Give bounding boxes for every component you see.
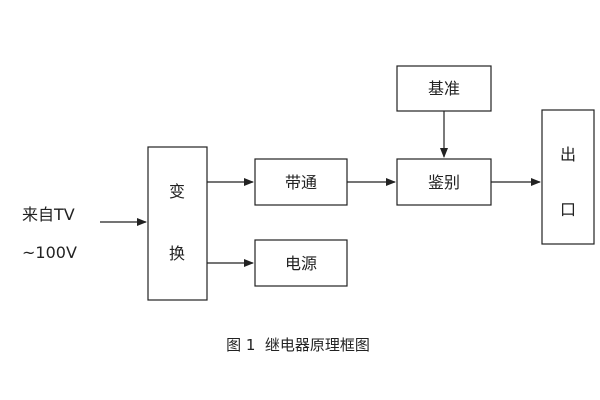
figure-caption: 图 1 继电器原理框图: [226, 336, 370, 354]
reference-block-label: 基准: [428, 79, 460, 98]
reference-block: 基准: [396, 65, 492, 112]
discriminator-block: 鉴别: [396, 158, 492, 206]
outlet-block: 出 口: [541, 109, 595, 245]
convert-block-label-top: 变: [169, 182, 185, 201]
power-block: 电源: [254, 239, 348, 287]
bandpass-block: 带通: [254, 158, 348, 206]
discriminator-block-label: 鉴别: [428, 173, 460, 192]
outlet-block-label-top: 出: [560, 145, 576, 164]
bandpass-block-label: 带通: [285, 173, 317, 192]
outlet-block-label-bottom: 口: [560, 200, 576, 219]
convert-block-label-bottom: 换: [169, 244, 185, 263]
power-block-label: 电源: [285, 254, 317, 273]
input-label: 来自TV: [22, 205, 75, 224]
convert-block: 变 换: [147, 146, 208, 301]
input-voltage-label: ~100V: [22, 243, 77, 262]
